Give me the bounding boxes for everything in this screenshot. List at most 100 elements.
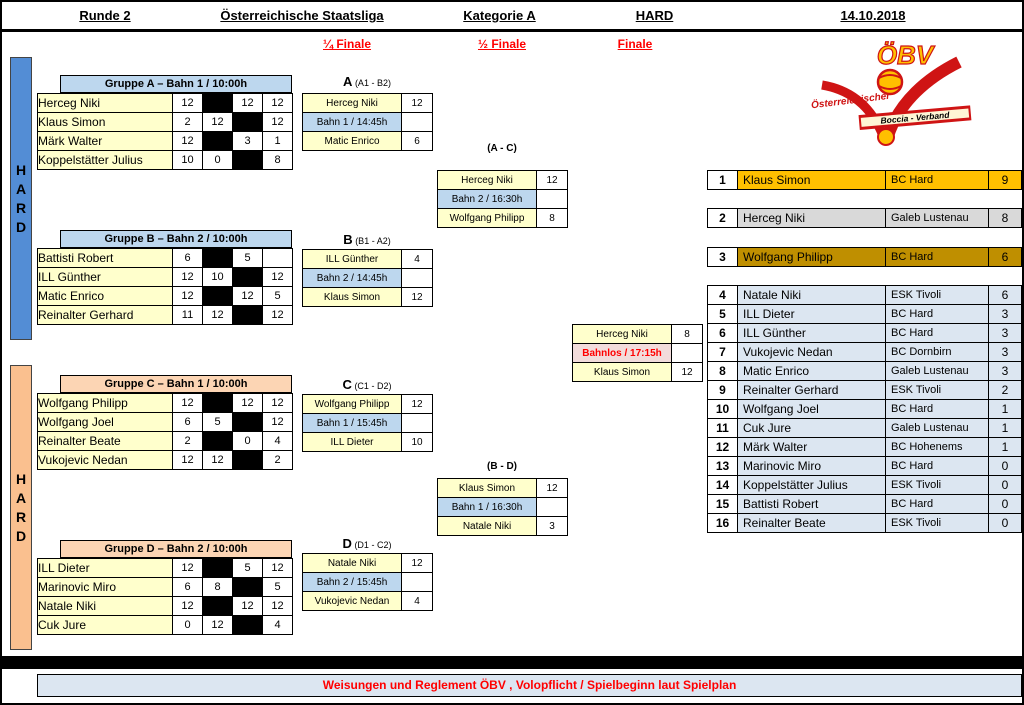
standings-club: BC Hard [885, 457, 988, 475]
standings-points: 9 [988, 171, 1021, 189]
player-name: Koppelstätter Julius [37, 150, 173, 170]
quarterfinal-header-B: B (B1 - A2) [302, 231, 432, 249]
standings-club: Galeb Lustenau [885, 419, 988, 437]
standings-club: ESK Tivoli [885, 476, 988, 494]
standings-club: BC Hard [885, 495, 988, 513]
venue-bar-letter: H [15, 161, 27, 178]
match-score: 12 [401, 394, 433, 414]
logo-ball-bottom-icon [877, 128, 895, 146]
match-player: Klaus Simon [437, 478, 537, 498]
player-name: Matic Enrico [37, 286, 173, 306]
score-cell: 1 [262, 131, 293, 151]
standings-points: 1 [988, 438, 1021, 456]
score-cell: 6 [172, 248, 203, 268]
blocked-cell [232, 150, 263, 170]
quarterfinal-pairing: (D1 - C2) [351, 540, 392, 550]
group-title: Gruppe C – Bahn 1 / 10:00h [60, 375, 292, 393]
score-cell: 10 [172, 150, 203, 170]
player-name: ILL Günther [37, 267, 173, 287]
score-cell: 12 [262, 267, 293, 287]
match-score: 8 [671, 324, 703, 344]
standings-name: Klaus Simon [737, 171, 885, 189]
standings-rank: 9 [708, 381, 737, 399]
score-cell: 12 [262, 412, 293, 432]
standings-points: 0 [988, 457, 1021, 475]
score-cell: 12 [172, 596, 203, 616]
standings-points: 3 [988, 343, 1021, 361]
score-cell: 4 [262, 431, 293, 451]
match-player: Wolfgang Philipp [437, 208, 537, 228]
match-row: Bahn 1 / 15:45h [302, 413, 433, 433]
quarterfinal-header-D: D (D1 - C2) [302, 535, 432, 553]
blocked-cell [232, 305, 263, 325]
score-cell: 2 [262, 450, 293, 470]
score-cell: 12 [202, 615, 233, 635]
stage-label-quarterfinal: ¼ Finale [322, 37, 372, 51]
score-cell: 12 [202, 112, 233, 132]
logo-band: Boccia - Verband [858, 105, 972, 131]
player-name: Natale Niki [37, 596, 173, 616]
match-blank [401, 572, 433, 592]
match-player: Herceg Niki [437, 170, 537, 190]
match-score: 8 [536, 208, 568, 228]
standings-rank: 15 [708, 495, 737, 513]
venue-bar-letter: A [15, 180, 27, 197]
score-cell: 0 [232, 431, 263, 451]
score-cell: 12 [172, 393, 203, 413]
match-player: Klaus Simon [302, 287, 402, 307]
standings-rank: 4 [708, 286, 737, 304]
venue-bar-letter: D [15, 218, 27, 235]
score-cell: 12 [172, 93, 203, 113]
match-row: Bahn 1 / 16:30h [437, 497, 568, 517]
match-score: 4 [401, 249, 433, 269]
blocked-cell [202, 393, 233, 413]
standings-club: BC Hard [885, 248, 988, 266]
header-category: Kategorie A [463, 8, 536, 23]
player-name: Klaus Simon [37, 112, 173, 132]
match-player: Natale Niki [302, 553, 402, 573]
score-cell: 5 [202, 412, 233, 432]
score-cell: 12 [172, 558, 203, 578]
quarterfinal-header-A: A (A1 - B2) [302, 73, 432, 91]
blocked-cell [232, 267, 263, 287]
standings-name: Reinalter Gerhard [737, 381, 885, 399]
score-cell: 12 [172, 286, 203, 306]
player-name: ILL Dieter [37, 558, 173, 578]
match-player: ILL Dieter [302, 432, 402, 452]
score-cell: 12 [232, 286, 263, 306]
group-title: Gruppe D – Bahn 2 / 10:00h [60, 540, 292, 558]
match-info: Bahn 1 / 14:45h [302, 112, 402, 132]
score-cell: 12 [262, 558, 293, 578]
match-player: Klaus Simon [572, 362, 672, 382]
logo-ball-top-icon [876, 68, 904, 96]
score-cell: 5 [262, 286, 293, 306]
match-info: Bahn 1 / 15:45h [302, 413, 402, 433]
quarterfinal-letter: B [343, 232, 353, 247]
standings-rank: 3 [708, 248, 737, 266]
standings-rank: 1 [708, 171, 737, 189]
standings-club: ESK Tivoli [885, 381, 988, 399]
quarterfinal-pairing: (B1 - A2) [352, 236, 391, 246]
score-cell: 11 [172, 305, 203, 325]
